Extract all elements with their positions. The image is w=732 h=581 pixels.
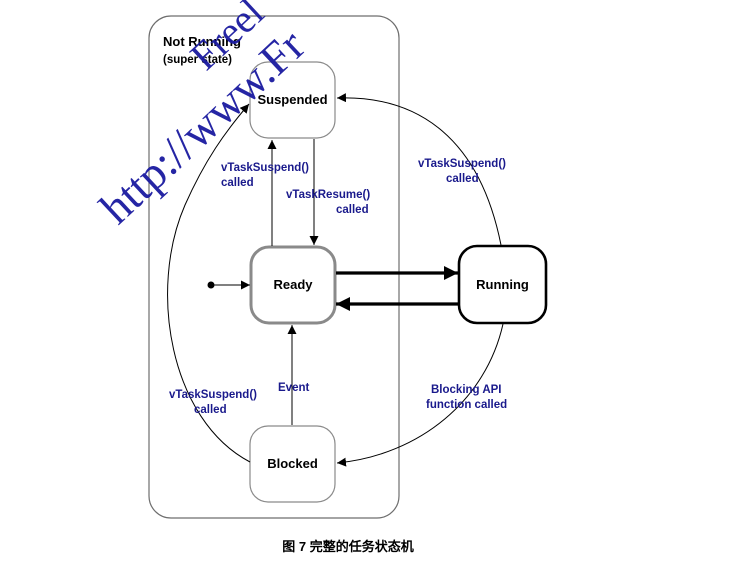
state-ready: Ready: [249, 245, 337, 325]
blocked-to-suspended-arrow: [167, 103, 251, 463]
label-ready-to-suspended: vTaskSuspend() called: [221, 162, 312, 189]
figure-caption: 图 7 完整的任务状态机: [282, 539, 413, 554]
state-blocked-label: Blocked: [267, 456, 318, 471]
state-suspended: Suspended: [249, 61, 336, 139]
label-running-to-blocked: Blocking API function called: [426, 384, 507, 411]
superstate-subtitle: (super state): [163, 54, 232, 66]
state-blocked: Blocked: [249, 425, 336, 503]
label-running-to-suspended: vTaskSuspend() called: [418, 158, 509, 185]
initial-state-dot: [207, 281, 215, 289]
label-blocked-to-suspended: vTaskSuspend() called: [169, 389, 260, 416]
state-running: Running: [457, 244, 548, 325]
running-to-blocked-arrow: [336, 323, 504, 467]
superstate-not-running: [148, 15, 400, 519]
state-running-label: Running: [476, 277, 529, 292]
superstate-title: Not Running: [163, 34, 241, 49]
state-ready-label: Ready: [273, 277, 313, 292]
label-suspended-to-ready: vTaskResume() called: [286, 189, 373, 216]
running-to-suspended-arrow: [336, 93, 502, 246]
state-suspended-label: Suspended: [257, 92, 327, 107]
label-blocked-to-ready: Event: [278, 382, 309, 394]
